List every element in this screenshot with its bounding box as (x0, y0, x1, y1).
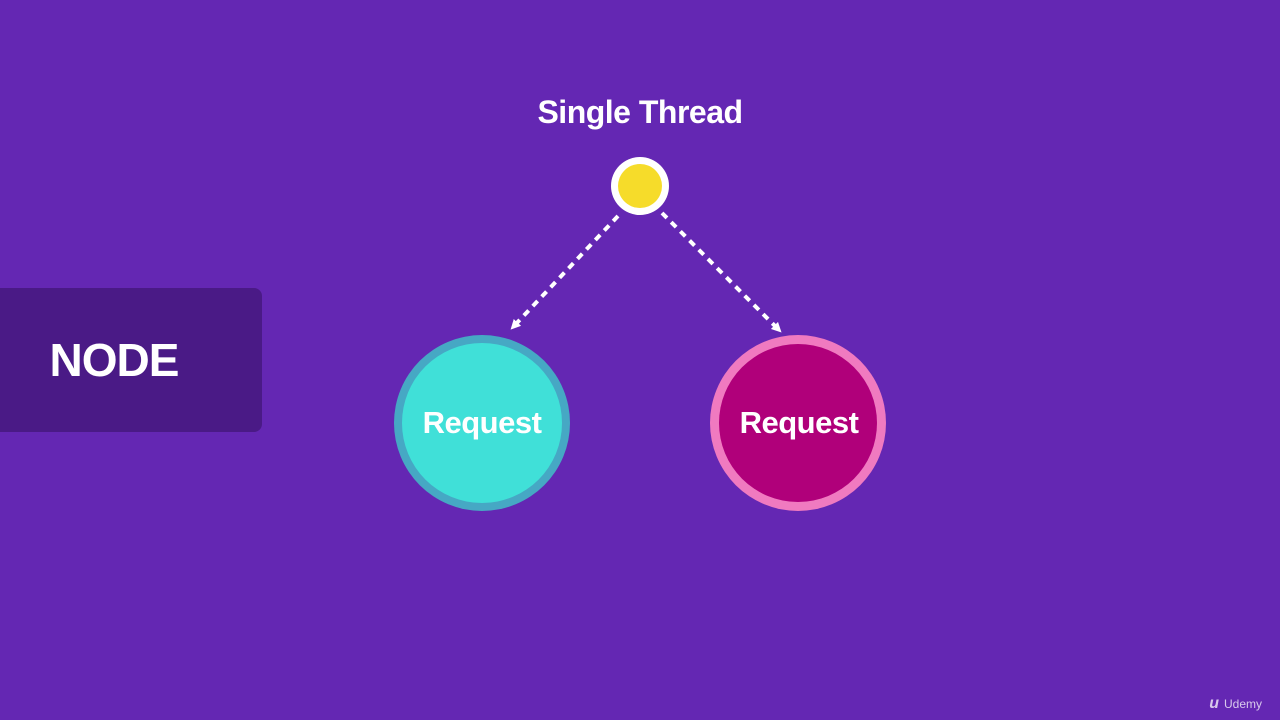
arrow-to-right-request (660, 211, 782, 333)
udemy-watermark: u Udemy (1209, 696, 1262, 712)
request-left-circle (402, 343, 562, 503)
single-thread-title: Single Thread (537, 94, 743, 130)
thread-dot (618, 164, 662, 208)
arrow-to-left-request (510, 214, 620, 330)
request-right-label: Request (739, 405, 859, 440)
udemy-watermark-text: Udemy (1223, 697, 1262, 711)
node-label: NODE (49, 334, 180, 386)
udemy-logo-icon: u (1209, 695, 1219, 712)
request-right-circle (719, 344, 877, 502)
request-left-label: Request (422, 405, 542, 440)
node-panel: NODE (0, 288, 262, 432)
